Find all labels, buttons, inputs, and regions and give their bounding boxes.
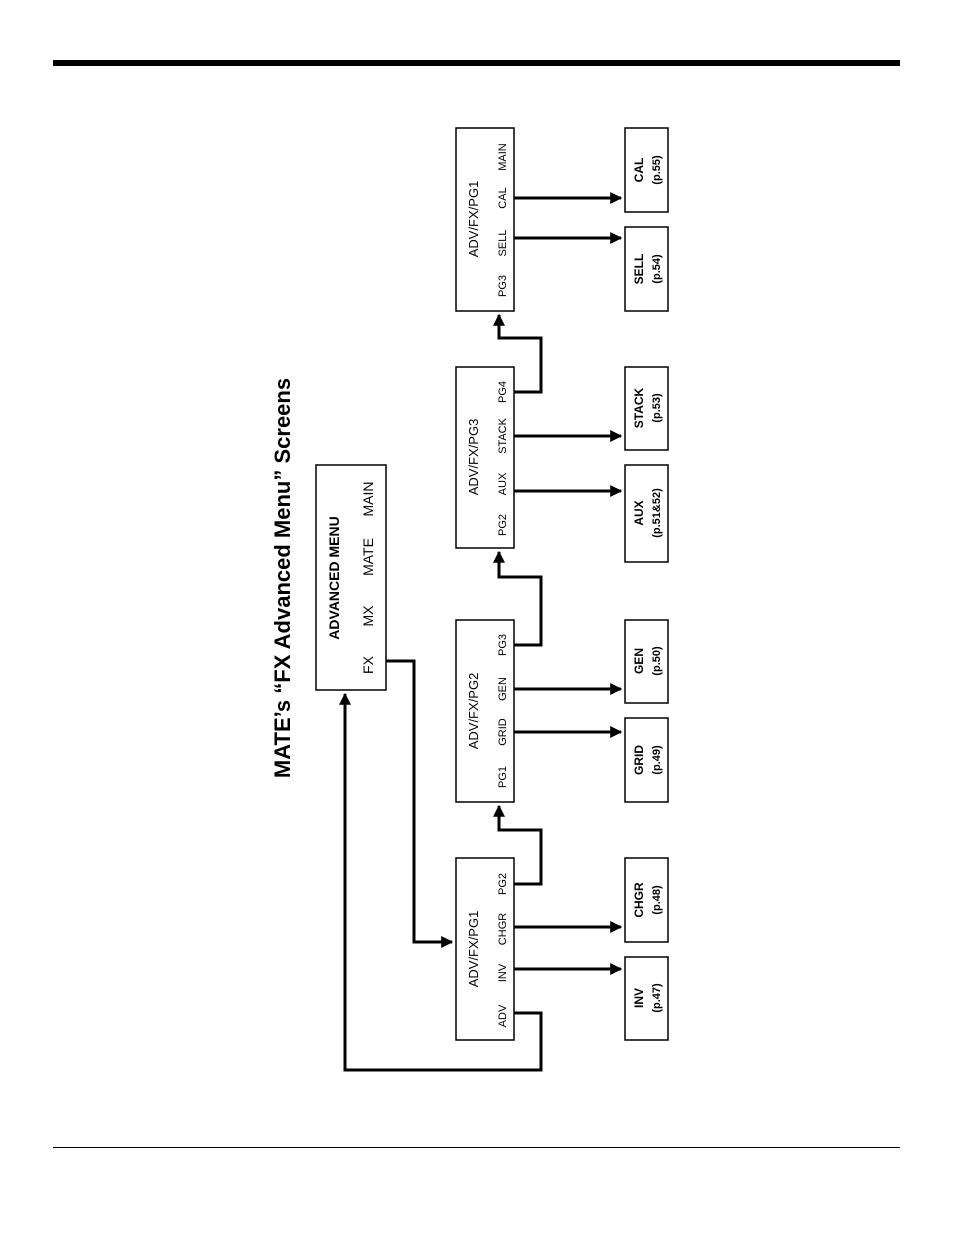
target-name: CHGR — [632, 882, 646, 918]
target-name: GEN — [632, 648, 646, 674]
screen-item-sell: SELL — [497, 230, 509, 257]
target-page: (p.50) — [651, 646, 663, 676]
screen-item-pg2: PG2 — [497, 873, 509, 895]
advanced-menu-item-mate: MATE — [360, 538, 376, 576]
screen-title: ADV/FX/PG1 — [466, 911, 481, 988]
screen-item-inv: INV — [497, 963, 509, 982]
target-name: INV — [632, 988, 646, 1008]
screen-item-cal: CAL — [497, 187, 509, 208]
screen-item-gen: GEN — [497, 677, 509, 701]
target-page: (p.47) — [651, 983, 663, 1013]
screen-item-pg2: PG2 — [497, 514, 509, 536]
target-page: (p.48) — [651, 885, 663, 915]
connector-fx-to-pg1 — [386, 661, 452, 942]
diagram-title: MATE’s “FX Advanced Menu” Screens — [270, 378, 295, 778]
screen-item-main: MAIN — [497, 143, 509, 171]
screen-adv-fx-pg1-second: ADV/FX/PG1 PG3 SELL CAL MAIN — [456, 128, 514, 311]
target-page: (p.49) — [651, 745, 663, 775]
target-name: SELL — [632, 254, 646, 285]
target-page: (p.51&52) — [651, 488, 663, 538]
advanced-menu-heading: ADVANCED MENU — [326, 516, 342, 639]
target-sell: SELL (p.54) — [625, 227, 668, 311]
target-page: (p.54) — [651, 254, 663, 284]
target-stack: STACK (p.53) — [625, 367, 668, 450]
screen-item-pg3: PG3 — [497, 275, 509, 297]
target-page: (p.53) — [651, 393, 663, 423]
target-name: CAL — [632, 158, 646, 183]
advanced-menu-item-mx: MX — [360, 605, 376, 627]
screen-item-grid: GRID — [497, 718, 509, 746]
target-name: AUX — [632, 500, 646, 525]
screen-title: ADV/FX/PG2 — [466, 673, 481, 750]
target-name: GRID — [632, 745, 646, 775]
screen-adv-fx-pg1-first: ADV/FX/PG1 ADV INV CHGR PG2 — [456, 858, 514, 1040]
screen-item-adv: ADV — [497, 1004, 509, 1027]
advanced-menu-box: ADVANCED MENU FX MX MATE MAIN — [316, 465, 386, 690]
screen-title: ADV/FX/PG1 — [466, 181, 481, 258]
target-aux: AUX (p.51&52) — [625, 465, 668, 562]
screen-item-stack: STACK — [497, 417, 509, 454]
target-gen: GEN (p.50) — [625, 620, 668, 703]
target-name: STACK — [632, 387, 646, 428]
screen-item-pg4: PG4 — [497, 381, 509, 403]
screen-title: ADV/FX/PG3 — [466, 419, 481, 496]
target-page: (p.55) — [651, 155, 663, 185]
target-chgr: CHGR (p.48) — [625, 858, 668, 942]
target-grid: GRID (p.49) — [625, 718, 668, 802]
screen-adv-fx-pg2: ADV/FX/PG2 PG1 GRID GEN PG3 — [456, 620, 514, 802]
advanced-menu-item-fx: FX — [360, 655, 376, 674]
screen-adv-fx-pg3: ADV/FX/PG3 PG2 AUX STACK PG4 — [456, 367, 514, 548]
advanced-menu-item-main: MAIN — [360, 482, 376, 517]
target-inv: INV (p.47) — [625, 957, 668, 1040]
screen-item-chgr: CHGR — [497, 913, 509, 945]
screen-item-pg3: PG3 — [497, 634, 509, 656]
screen-item-aux: AUX — [497, 472, 509, 495]
screen-item-pg1: PG1 — [497, 766, 509, 788]
target-cal: CAL (p.55) — [625, 128, 668, 212]
